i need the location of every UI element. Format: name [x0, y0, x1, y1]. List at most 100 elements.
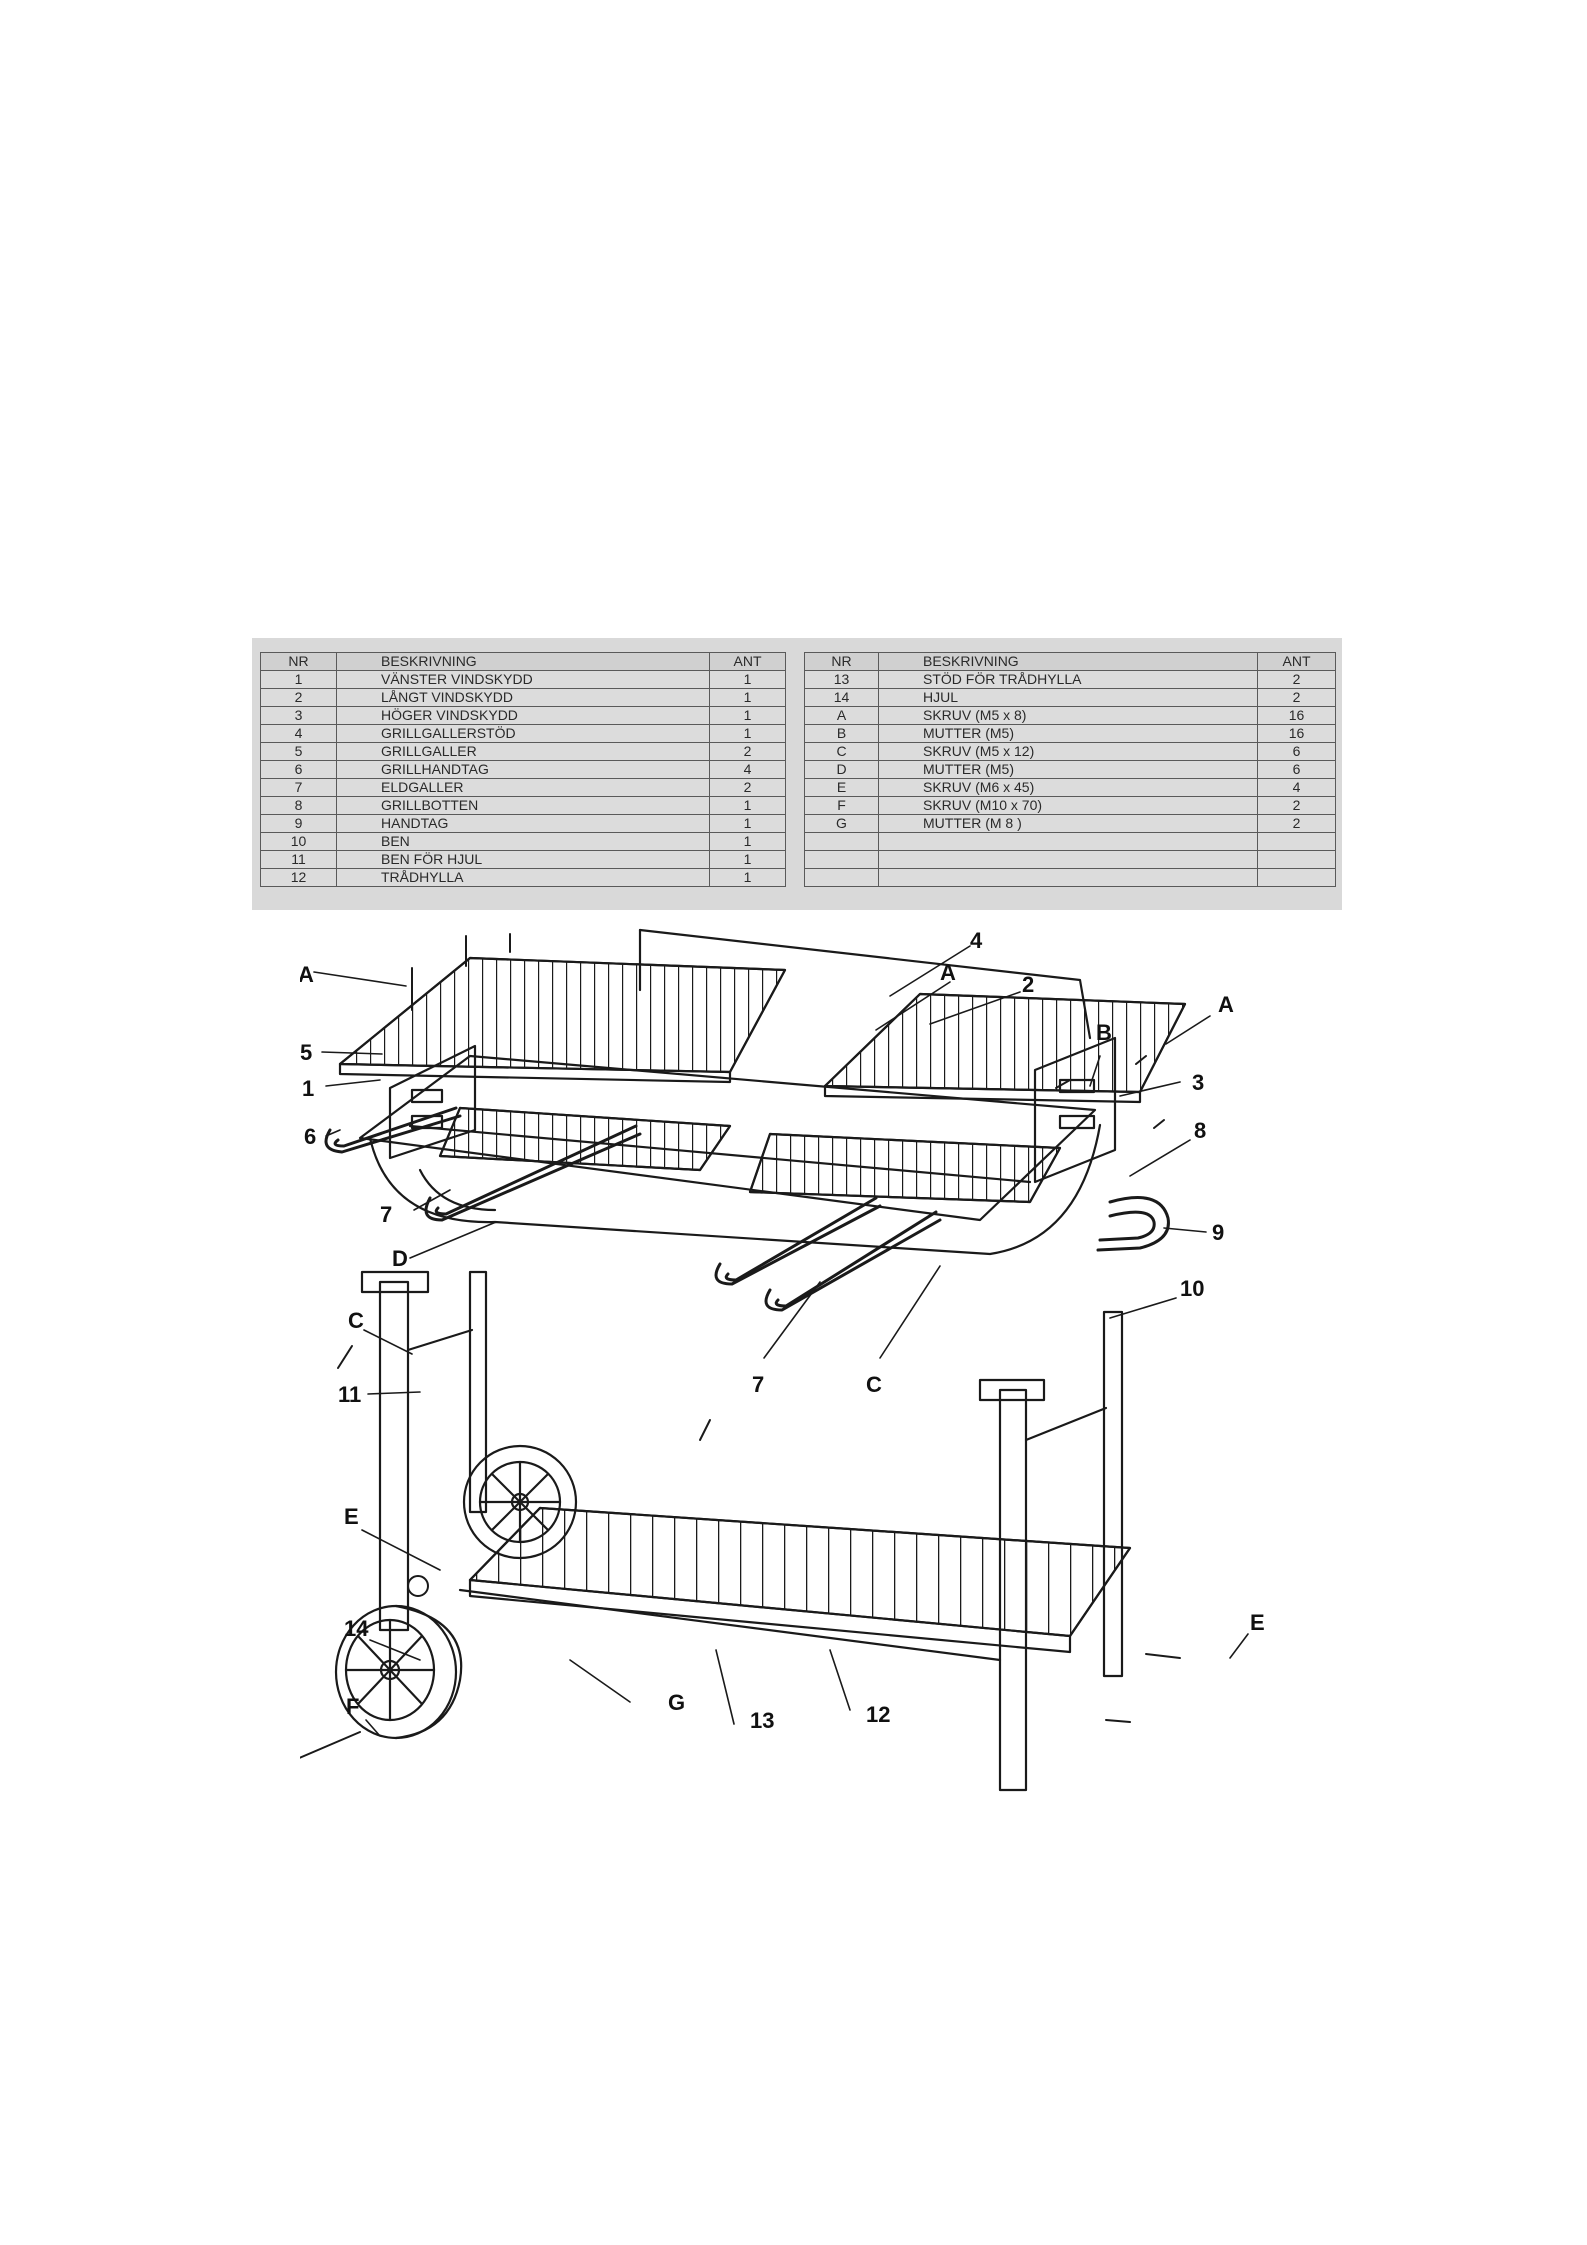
- cell-description: GRILLGALLER: [336, 742, 710, 761]
- callout-7-bottom: 7: [752, 1372, 764, 1397]
- cell-description: SKRUV (M5 x 8): [878, 706, 1258, 725]
- header-nr: NR: [260, 652, 337, 671]
- cell-quantity: 1: [709, 850, 786, 869]
- cell-quantity: [1257, 868, 1336, 887]
- table-row: [804, 868, 1336, 887]
- cell-description: [878, 868, 1258, 887]
- cell-quantity: 4: [1257, 778, 1336, 797]
- cell-description: SKRUV (M5 x 12): [878, 742, 1258, 761]
- cell-nr: 9: [260, 814, 337, 833]
- fire-grate-left: [438, 1106, 732, 1172]
- cell-quantity: 2: [709, 778, 786, 797]
- callout-d: D: [392, 1246, 408, 1271]
- callout-10: 10: [1180, 1276, 1204, 1301]
- callout-e-right: E: [1250, 1610, 1265, 1635]
- fasteners: [300, 933, 1181, 1759]
- cell-nr: 10: [260, 832, 337, 851]
- cell-quantity: 1: [709, 706, 786, 725]
- table-header-row: NR BESKRIVNING ANT: [260, 652, 786, 671]
- callout-a-right: A: [1218, 992, 1234, 1017]
- cell-quantity: 2: [709, 742, 786, 761]
- cell-nr: 2: [260, 688, 337, 707]
- callout-3: 3: [1192, 1070, 1204, 1095]
- cell-description: LÅNGT VINDSKYDD: [336, 688, 710, 707]
- cell-nr: 6: [260, 760, 337, 779]
- cell-quantity: 1: [709, 796, 786, 815]
- callout-1: 1: [302, 1076, 314, 1101]
- cell-nr: 4: [260, 724, 337, 743]
- cell-nr: [804, 832, 879, 851]
- callout-14: 14: [344, 1616, 369, 1641]
- table-row: [804, 850, 1336, 869]
- leader-lines: [313, 945, 1249, 1737]
- cell-quantity: 4: [709, 760, 786, 779]
- cell-description: STÖD FÖR TRÅDHYLLA: [878, 670, 1258, 689]
- cell-description: GRILLGALLERSTÖD: [336, 724, 710, 743]
- header-description: BESKRIVNING: [878, 652, 1258, 671]
- cell-description: MUTTER (M5): [878, 724, 1258, 743]
- cell-quantity: 1: [709, 688, 786, 707]
- cell-description: [878, 832, 1258, 851]
- cell-quantity: 1: [709, 868, 786, 887]
- cell-description: HJUL: [878, 688, 1258, 707]
- cell-description: GRILLHANDTAG: [336, 760, 710, 779]
- callout-a-top-left: A: [300, 962, 314, 987]
- header-nr: NR: [804, 652, 879, 671]
- cell-description: GRILLBOTTEN: [336, 796, 710, 815]
- cell-nr: G: [804, 814, 879, 833]
- cell-description: SKRUV (M10 x 70): [878, 796, 1258, 815]
- cell-description: MUTTER (M5): [878, 760, 1258, 779]
- cell-description: VÄNSTER VINDSKYDD: [336, 670, 710, 689]
- cell-nr: 8: [260, 796, 337, 815]
- header-quantity: ANT: [709, 652, 786, 671]
- cell-quantity: 2: [1257, 688, 1336, 707]
- cell-description: BEN FÖR HJUL: [336, 850, 710, 869]
- cell-nr: 13: [804, 670, 879, 689]
- header-quantity: ANT: [1257, 652, 1336, 671]
- cell-nr: 12: [260, 868, 337, 887]
- cell-description: HANDTAG: [336, 814, 710, 833]
- cooking-grate-left: [338, 956, 787, 1084]
- wire-shelf: [458, 1506, 1132, 1662]
- cell-nr: D: [804, 760, 879, 779]
- callout-labels: A 4 A 2 B A 3 5 1 6 7 8 D 9 C 10 11 7 C …: [300, 928, 1265, 1733]
- cell-nr: 3: [260, 706, 337, 725]
- cell-quantity: 1: [709, 814, 786, 833]
- cell-quantity: 2: [1257, 796, 1336, 815]
- table-header-row: NR BESKRIVNING ANT: [804, 652, 1336, 671]
- callout-9: 9: [1212, 1220, 1224, 1245]
- cell-description: TRÅDHYLLA: [336, 868, 710, 887]
- cell-description: ELDGALLER: [336, 778, 710, 797]
- cell-quantity: 6: [1257, 760, 1336, 779]
- cell-description: BEN: [336, 832, 710, 851]
- cell-quantity: 2: [1257, 814, 1336, 833]
- callout-2: 2: [1022, 972, 1034, 997]
- cell-nr: B: [804, 724, 879, 743]
- callout-b: B: [1096, 1020, 1112, 1045]
- cell-nr: 1: [260, 670, 337, 689]
- cell-description: MUTTER (M 8 ): [878, 814, 1258, 833]
- carry-handle: [1096, 1196, 1170, 1252]
- grill-handles: [324, 1106, 942, 1312]
- callout-8: 8: [1194, 1118, 1206, 1143]
- front-wheel: [334, 1604, 463, 1740]
- header-description: BESKRIVNING: [336, 652, 710, 671]
- long-wind-shield: [638, 928, 1092, 1040]
